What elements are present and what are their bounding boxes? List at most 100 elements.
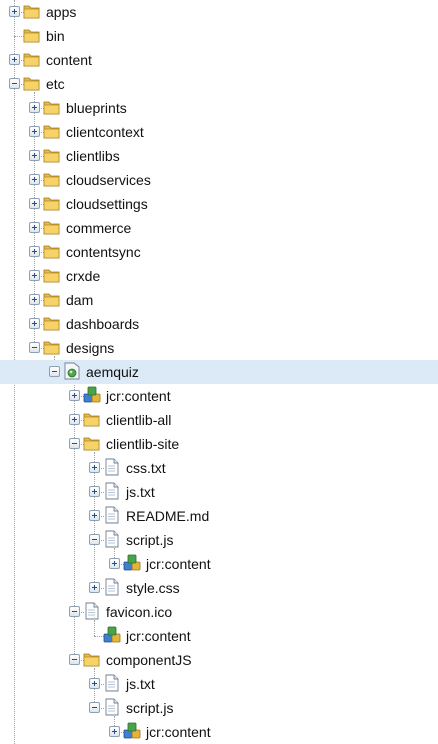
- collapse-toggle-icon[interactable]: [69, 438, 80, 449]
- tree-node-favicon-ico[interactable]: favicon.ico: [0, 600, 438, 624]
- jcr-node-icon: [123, 554, 141, 572]
- jcr-node-icon: [83, 386, 101, 404]
- expand-toggle-icon[interactable]: [109, 558, 120, 569]
- tree-node-clientcontext[interactable]: clientcontext: [0, 120, 438, 144]
- tree-node-style-css[interactable]: style.css: [0, 576, 438, 600]
- tree-node-label: clientlibs: [66, 148, 120, 164]
- tree-node-label: apps: [46, 4, 77, 20]
- expand-toggle-icon[interactable]: [29, 270, 40, 281]
- tree-connector-line: [14, 36, 24, 37]
- tree-node-label: etc: [46, 76, 65, 92]
- file-icon: [103, 578, 121, 596]
- expand-toggle-icon[interactable]: [29, 294, 40, 305]
- tree-node-aemquiz[interactable]: aemquiz: [0, 360, 438, 384]
- collapse-toggle-icon[interactable]: [89, 534, 100, 545]
- tree-connector-line: [94, 636, 104, 637]
- tree-node-commerce[interactable]: commerce: [0, 216, 438, 240]
- tree-node-script-js[interactable]: script.js: [0, 528, 438, 552]
- tree-branch-line: [34, 92, 35, 348]
- tree-node-script-js[interactable]: script.js: [0, 696, 438, 720]
- tree-node-label: content: [46, 52, 92, 68]
- folder-icon: [43, 218, 61, 236]
- tree-node-designs[interactable]: designs: [0, 336, 438, 360]
- folder-icon: [43, 170, 61, 188]
- tree-node-label: README.md: [126, 508, 210, 524]
- collapse-toggle-icon[interactable]: [9, 78, 20, 89]
- tree-node-readme-md[interactable]: README.md: [0, 504, 438, 528]
- tree-node-clientlib-site[interactable]: clientlib-site: [0, 432, 438, 456]
- folder-icon: [43, 290, 61, 308]
- expand-toggle-icon[interactable]: [89, 678, 100, 689]
- expand-toggle-icon[interactable]: [29, 174, 40, 185]
- tree-node-bin[interactable]: bin: [0, 24, 438, 48]
- folder-icon: [23, 74, 41, 92]
- tree-node-js-txt[interactable]: js.txt: [0, 672, 438, 696]
- tree-node-content[interactable]: content: [0, 48, 438, 72]
- expand-toggle-icon[interactable]: [29, 222, 40, 233]
- expand-toggle-icon[interactable]: [89, 582, 100, 593]
- file-icon: [103, 482, 121, 500]
- tree-node-clientlibs[interactable]: clientlibs: [0, 144, 438, 168]
- expand-toggle-icon[interactable]: [9, 54, 20, 65]
- tree-node-jcr-content[interactable]: jcr:content: [0, 552, 438, 576]
- expand-toggle-icon[interactable]: [29, 102, 40, 113]
- collapse-toggle-icon[interactable]: [29, 342, 40, 353]
- tree-node-label: componentJS: [106, 652, 192, 668]
- tree-node-dam[interactable]: dam: [0, 288, 438, 312]
- tree-node-label: blueprints: [66, 100, 127, 116]
- folder-icon: [43, 194, 61, 212]
- tree-node-label: css.txt: [126, 460, 166, 476]
- file-icon: [103, 506, 121, 524]
- collapse-toggle-icon[interactable]: [69, 654, 80, 665]
- expand-toggle-icon[interactable]: [69, 414, 80, 425]
- tree-node-label: favicon.ico: [106, 604, 173, 620]
- tree-node-blueprints[interactable]: blueprints: [0, 96, 438, 120]
- tree-node-dashboards[interactable]: dashboards: [0, 312, 438, 336]
- tree-node-label: cloudservices: [66, 172, 151, 188]
- jcr-node-icon: [123, 722, 141, 740]
- tree-node-cloudsettings[interactable]: cloudsettings: [0, 192, 438, 216]
- expand-toggle-icon[interactable]: [29, 126, 40, 137]
- expand-toggle-icon[interactable]: [89, 510, 100, 521]
- tree-node-label: jcr:content: [126, 628, 191, 644]
- folder-icon: [43, 266, 61, 284]
- jcr-node-icon: [103, 626, 121, 644]
- file-icon: [103, 698, 121, 716]
- collapse-toggle-icon[interactable]: [69, 606, 80, 617]
- tree-node-label: cloudsettings: [66, 196, 148, 212]
- tree-node-label: clientlib-site: [106, 436, 180, 452]
- tree-node-label: js.txt: [126, 676, 155, 692]
- tree-node-componentjs[interactable]: componentJS: [0, 648, 438, 672]
- tree-node-label: jcr:content: [146, 724, 211, 740]
- expand-toggle-icon[interactable]: [9, 6, 20, 17]
- expand-toggle-icon[interactable]: [29, 198, 40, 209]
- expand-toggle-icon[interactable]: [29, 150, 40, 161]
- expand-toggle-icon[interactable]: [109, 726, 120, 737]
- folder-icon: [43, 146, 61, 164]
- tree-node-label: designs: [66, 340, 115, 356]
- expand-toggle-icon[interactable]: [29, 246, 40, 257]
- collapse-toggle-icon[interactable]: [49, 366, 60, 377]
- expand-toggle-icon[interactable]: [89, 486, 100, 497]
- tree-node-label: dashboards: [66, 316, 140, 332]
- expand-toggle-icon[interactable]: [29, 318, 40, 329]
- tree-node-jcr-content[interactable]: jcr:content: [0, 720, 438, 744]
- folder-icon: [23, 50, 41, 68]
- tree-node-crxde[interactable]: crxde: [0, 264, 438, 288]
- folder-icon: [43, 122, 61, 140]
- tree-node-css-txt[interactable]: css.txt: [0, 456, 438, 480]
- tree-node-clientlib-all[interactable]: clientlib-all: [0, 408, 438, 432]
- folder-icon: [43, 338, 61, 356]
- tree-node-js-txt[interactable]: js.txt: [0, 480, 438, 504]
- tree-node-apps[interactable]: apps: [0, 0, 438, 24]
- collapse-toggle-icon[interactable]: [89, 702, 100, 713]
- expand-toggle-icon[interactable]: [69, 390, 80, 401]
- tree-node-jcr-content[interactable]: jcr:content: [0, 384, 438, 408]
- expand-toggle-icon[interactable]: [89, 462, 100, 473]
- tree-node-etc[interactable]: etc: [0, 72, 438, 96]
- tree-node-label: jcr:content: [146, 556, 211, 572]
- tree-node-jcr-content[interactable]: jcr:content: [0, 624, 438, 648]
- tree-node-cloudservices[interactable]: cloudservices: [0, 168, 438, 192]
- tree-node-contentsync[interactable]: contentsync: [0, 240, 438, 264]
